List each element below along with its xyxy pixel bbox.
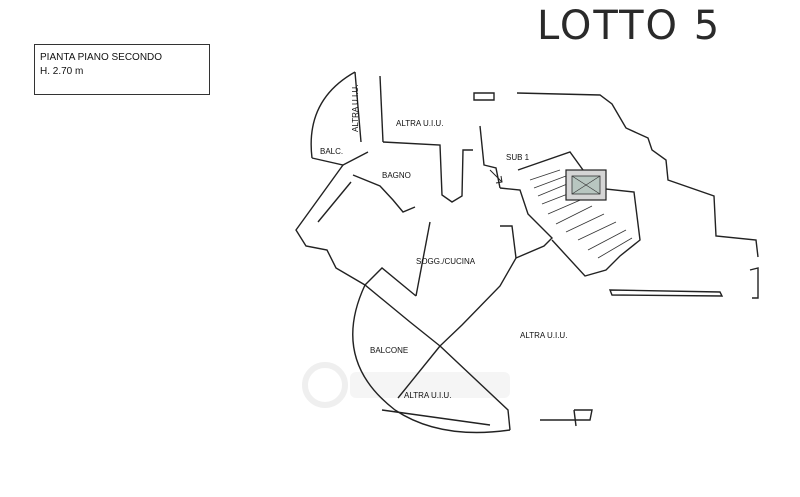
balc-curve [310, 71, 356, 159]
label-bagno: BAGNO [382, 171, 411, 180]
plan-height: H. 2.70 m [40, 66, 84, 77]
label-altra-uiu-top: ALTRA U.I.U. [396, 119, 443, 128]
stair-treads [529, 169, 633, 259]
label-altra-uiu-bottom: ALTRA U.I.U. [404, 391, 451, 400]
lot-label: LOTTO 5 [537, 3, 722, 49]
label-altra-uiu-vertical: ALTRA U.I.U. [351, 85, 360, 132]
plan-info-box: PIANTA PIANO SECONDO H. 2.70 m [34, 44, 210, 95]
label-balcone: BALCONE [370, 346, 408, 355]
label-altra-uiu-right: ALTRA U.I.U. [520, 331, 567, 340]
main-unit-walls [295, 164, 553, 347]
label-balc: BALC. [320, 147, 343, 156]
balcone-curve [352, 284, 511, 434]
elevator-icon [565, 169, 607, 201]
watermark-icon [302, 362, 510, 408]
sub-arrow-icon [489, 169, 503, 184]
label-soggiorno-cucina: SOGG./CUCINA [416, 257, 476, 266]
plan-title: PIANTA PIANO SECONDO [40, 52, 163, 63]
label-sub: SUB 1 [506, 153, 530, 162]
